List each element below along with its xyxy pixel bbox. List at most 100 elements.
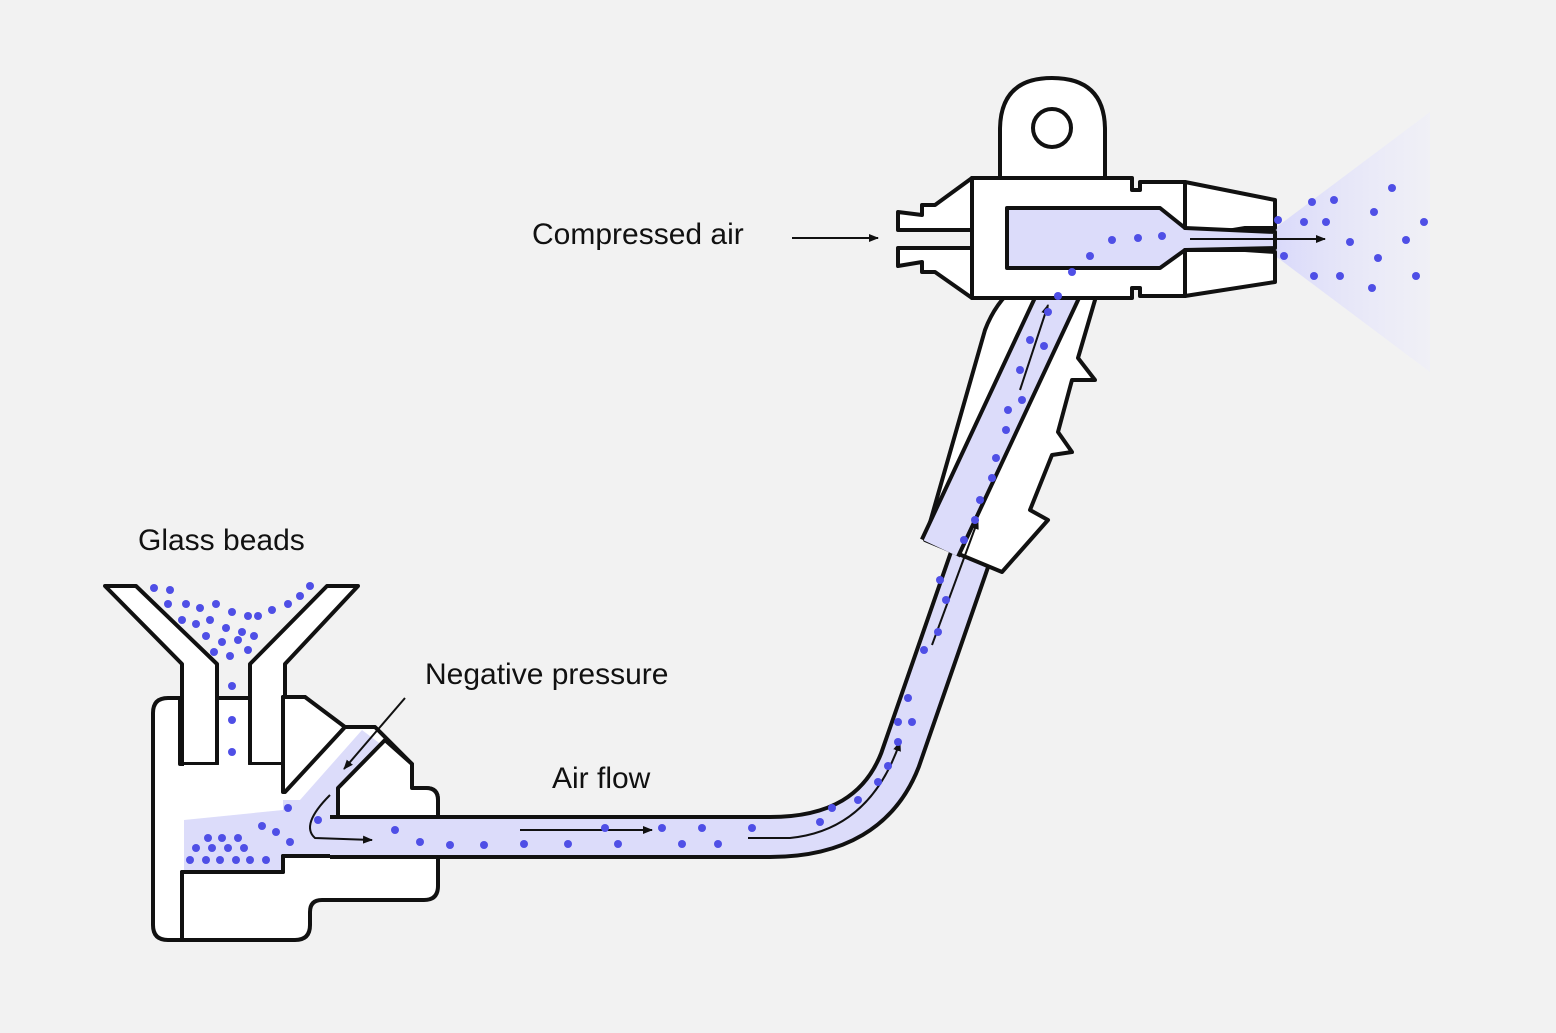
bead-dot — [228, 748, 236, 756]
bead-dot — [1274, 216, 1282, 224]
bead-dot — [306, 582, 314, 590]
label-air-flow: Air flow — [552, 762, 651, 795]
bead-dot — [960, 536, 968, 544]
bead-dot — [224, 844, 232, 852]
bead-dot — [936, 576, 944, 584]
label-glass-beads: Glass beads — [138, 524, 305, 557]
bead-dot — [210, 648, 218, 656]
bead-dot — [178, 616, 186, 624]
bead-dot — [942, 596, 950, 604]
bead-dot — [854, 796, 862, 804]
bead-dot — [1108, 236, 1116, 244]
bead-dot — [1300, 218, 1308, 226]
air-inlet-upper — [896, 176, 974, 232]
bead-dot — [601, 824, 609, 832]
bead-dot — [228, 716, 236, 724]
flow-arrow-chamber — [309, 794, 373, 844]
bead-dot — [206, 616, 214, 624]
bead-dot — [1068, 268, 1076, 276]
bead-dot — [934, 628, 942, 636]
bead-dot — [520, 840, 528, 848]
bead-dot — [234, 636, 242, 644]
bead-dot — [226, 652, 234, 660]
bead-dot — [204, 834, 212, 842]
flow-arrow-hose-2 — [748, 741, 901, 839]
bead-dot — [1368, 284, 1376, 292]
bead-dot — [904, 694, 912, 702]
bead-dot — [992, 454, 1000, 462]
bead-dot — [1086, 252, 1094, 260]
bead-dot — [1040, 342, 1048, 350]
bead-dot — [391, 826, 399, 834]
bead-dot — [1026, 336, 1034, 344]
bead-dot — [988, 474, 996, 482]
bead-dot — [874, 778, 882, 786]
bead-dot — [1420, 218, 1428, 226]
bead-dot — [908, 718, 916, 726]
bead-dot — [232, 856, 240, 864]
bead-dot — [1158, 232, 1166, 240]
bead-dot — [480, 841, 488, 849]
bead-dot — [244, 612, 252, 620]
bead-dot — [884, 762, 892, 770]
bead-dot — [202, 856, 210, 864]
flow-arrow-riser-2 — [1019, 304, 1049, 391]
bead-dot — [678, 840, 686, 848]
bead-dot — [816, 818, 824, 826]
bead-dot — [218, 638, 226, 646]
bead-dot — [416, 838, 424, 846]
gun-hook-hole — [1031, 107, 1073, 149]
bead-dot — [1330, 196, 1338, 204]
bead-dot — [296, 592, 304, 600]
glass-beads-group — [150, 184, 1428, 864]
negative-pressure-arrow — [343, 697, 406, 770]
bead-dot — [272, 828, 280, 836]
bead-dot — [218, 834, 226, 842]
bead-dot — [446, 841, 454, 849]
hose-inner — [330, 284, 1081, 855]
bead-dot — [1018, 396, 1026, 404]
bead-dot — [920, 646, 928, 654]
bead-dot — [714, 840, 722, 848]
air-inlet-lower — [896, 246, 974, 300]
bead-dot — [284, 600, 292, 608]
bead-dot — [284, 804, 292, 812]
ejector-nozzle-block-upper — [281, 695, 347, 794]
bead-dot — [222, 624, 230, 632]
bead-dot — [212, 600, 220, 608]
bead-dot — [1336, 272, 1344, 280]
bead-dot — [234, 834, 242, 842]
bead-dot — [150, 584, 158, 592]
bead-dot — [828, 804, 836, 812]
bead-dot — [202, 632, 210, 640]
bead-dot — [1388, 184, 1396, 192]
bead-dot — [894, 718, 902, 726]
bead-dot — [1346, 238, 1354, 246]
bead-dot — [166, 586, 174, 594]
bead-dot — [564, 840, 572, 848]
bead-dot — [698, 824, 706, 832]
bead-dot — [164, 600, 172, 608]
bead-dot — [314, 816, 322, 824]
bead-dot — [244, 646, 252, 654]
bead-dot — [971, 516, 979, 524]
bead-dot — [1134, 234, 1142, 242]
bead-dot — [192, 620, 200, 628]
bead-dot — [894, 738, 902, 746]
bead-dot — [1016, 366, 1024, 374]
bead-dot — [658, 824, 666, 832]
bead-dot — [268, 606, 276, 614]
bead-dot — [1054, 292, 1062, 300]
bead-dot — [246, 856, 254, 864]
flow-arrow-riser-1 — [931, 519, 979, 646]
bead-dot — [216, 856, 224, 864]
bead-dot — [250, 632, 258, 640]
bead-dot — [286, 838, 294, 846]
bead-dot — [258, 822, 266, 830]
bead-dot — [1412, 272, 1420, 280]
gun-channel-inner — [923, 277, 1080, 556]
bead-dot — [1322, 218, 1330, 226]
bead-dot — [1280, 252, 1288, 260]
bead-dot — [238, 628, 246, 636]
